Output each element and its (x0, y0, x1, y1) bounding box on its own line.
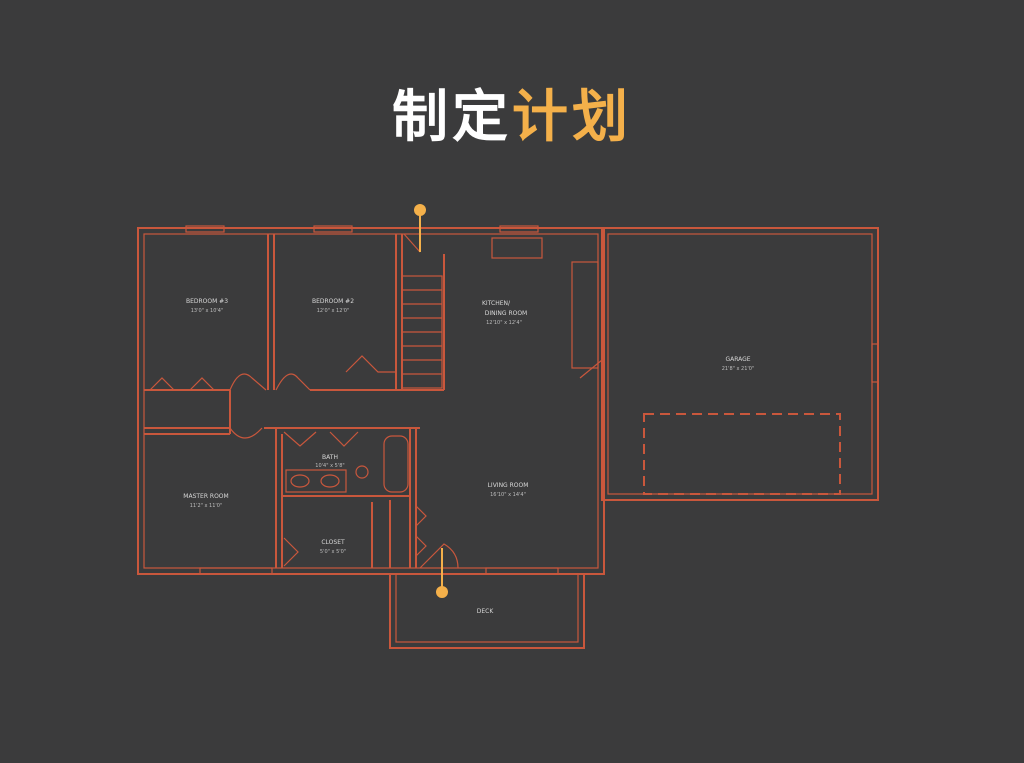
closet-size: 5'0" x 5'0" (320, 549, 346, 555)
kitchen-label-2: DINING ROOM (485, 310, 527, 317)
kitchen-label-1: KITCHEN/ (482, 300, 511, 307)
slide-title: 制定计划 (0, 72, 1024, 153)
living-size: 16'10" x 14'4" (490, 492, 526, 498)
bath-size: 10'4" x 5'8" (315, 463, 344, 469)
title-part-accent: 计划 (512, 85, 632, 150)
title-part-white: 制定 (392, 85, 512, 150)
garage-label: GARAGE (725, 356, 750, 363)
kitchen-size: 12'10" x 12'4" (486, 320, 522, 326)
bath-label: BATH (322, 454, 338, 461)
living-label: LIVING ROOM (488, 482, 529, 489)
master-label: MASTER ROOM (183, 493, 228, 500)
bedroom2-size: 12'0" x 12'0" (317, 308, 350, 314)
pin-bottom (436, 548, 448, 598)
deck-label: DECK (477, 608, 495, 615)
master-size: 11'2" x 11'0" (190, 503, 223, 509)
bedroom2-label: BEDROOM #2 (312, 298, 354, 305)
house-walls (137, 225, 879, 649)
bedroom3-size: 13'0" x 10'4" (191, 308, 224, 314)
bedroom3-label: BEDROOM #3 (186, 298, 228, 305)
garage-size: 21'8" x 21'0" (722, 366, 755, 372)
garage-door-outline (643, 413, 841, 495)
pin-top (414, 204, 426, 252)
closet-label: CLOSET (321, 539, 345, 546)
